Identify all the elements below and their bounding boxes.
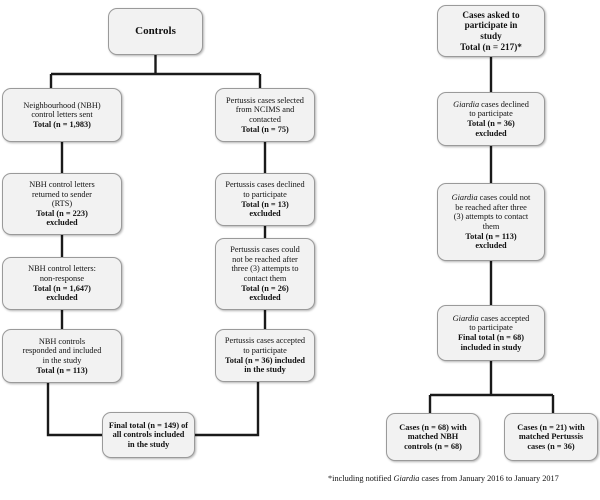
node-controls-title-label: Controls	[135, 25, 176, 38]
edge-middle-to-final	[195, 382, 260, 437]
footnote-text: *including notified Giardia cases from J…	[328, 474, 559, 483]
node-controls-title[interactable]: Controls	[108, 8, 203, 55]
edge-left-to-final	[46, 383, 102, 437]
